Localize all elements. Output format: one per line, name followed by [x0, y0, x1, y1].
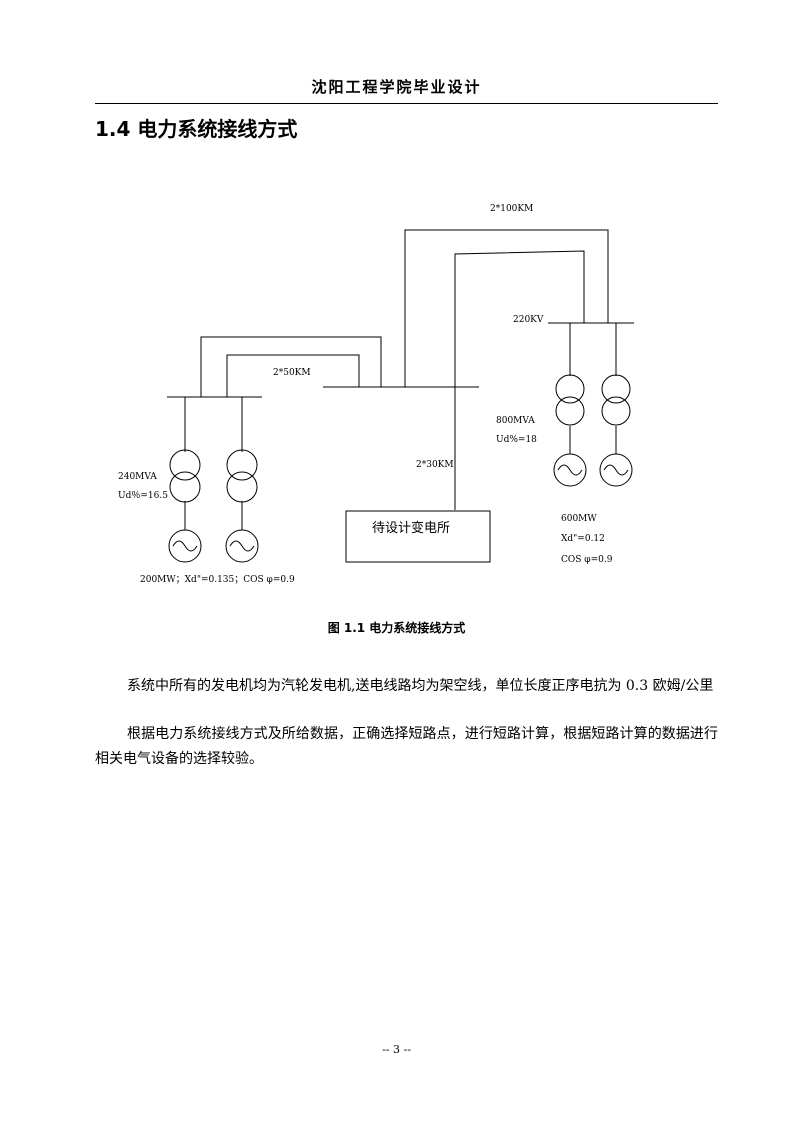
left-branches [184, 397, 243, 530]
generator-right-power: 600MW [561, 514, 597, 524]
substation-label: 待设计变电所 [372, 520, 450, 536]
right-generator-1 [553, 453, 587, 487]
bus-label-220kv: 220KV [513, 315, 544, 325]
line-label-2x50km: 2*50KM [273, 368, 311, 378]
line-2x100km [404, 229, 609, 510]
left-transformer-2 [226, 449, 258, 503]
right-branches [569, 323, 617, 454]
line-label-2x100km: 2*100KM [490, 204, 533, 214]
left-generator-2 [225, 529, 259, 563]
right-transformer-1 [555, 374, 585, 426]
substation-box [345, 510, 491, 563]
power-system-diagram: 2*100KM 220KV 800MVA Ud%=18 600MW Xd"=0.… [118, 204, 634, 585]
transformer-left-rating: 240MVA [118, 472, 157, 482]
body-paragraph-1: 系统中所有的发电机均为汽轮发电机,送电线路均为架空线，单位长度正序电抗为 0.3… [127, 678, 714, 694]
left-generator-1 [168, 529, 202, 563]
left-transformer-1 [169, 449, 201, 503]
figure-caption: 图 1.1 电力系统接线方式 [327, 621, 466, 635]
header-title: 沈阳工程学院毕业设计 [311, 78, 482, 96]
generator-right-xd: Xd"=0.12 [561, 534, 605, 544]
right-generator-2 [599, 453, 633, 487]
section-heading: 1.4 电力系统接线方式 [95, 117, 298, 141]
generator-right-cos: COS φ=0.9 [561, 555, 613, 565]
transformer-right-rating: 800MVA [496, 416, 535, 426]
right-transformer-2 [601, 374, 631, 426]
transformer-left-ud: Ud％=16.5 [118, 490, 168, 501]
transformer-right-ud: Ud%=18 [496, 435, 537, 445]
generator-left-params: 200MW；Xd"=0.135；COS φ=0.9 [140, 575, 295, 585]
line-label-2x30km: 2*30KM [416, 460, 454, 470]
body-paragraph-2: 根据电力系统接线方式及所给数据，正确选择短路点，进行短路计算，根据短路计算的数据… [95, 726, 718, 767]
line-2x50km [200, 336, 382, 397]
page-number: -- 3 -- [382, 1043, 411, 1056]
header-rule [95, 103, 718, 104]
